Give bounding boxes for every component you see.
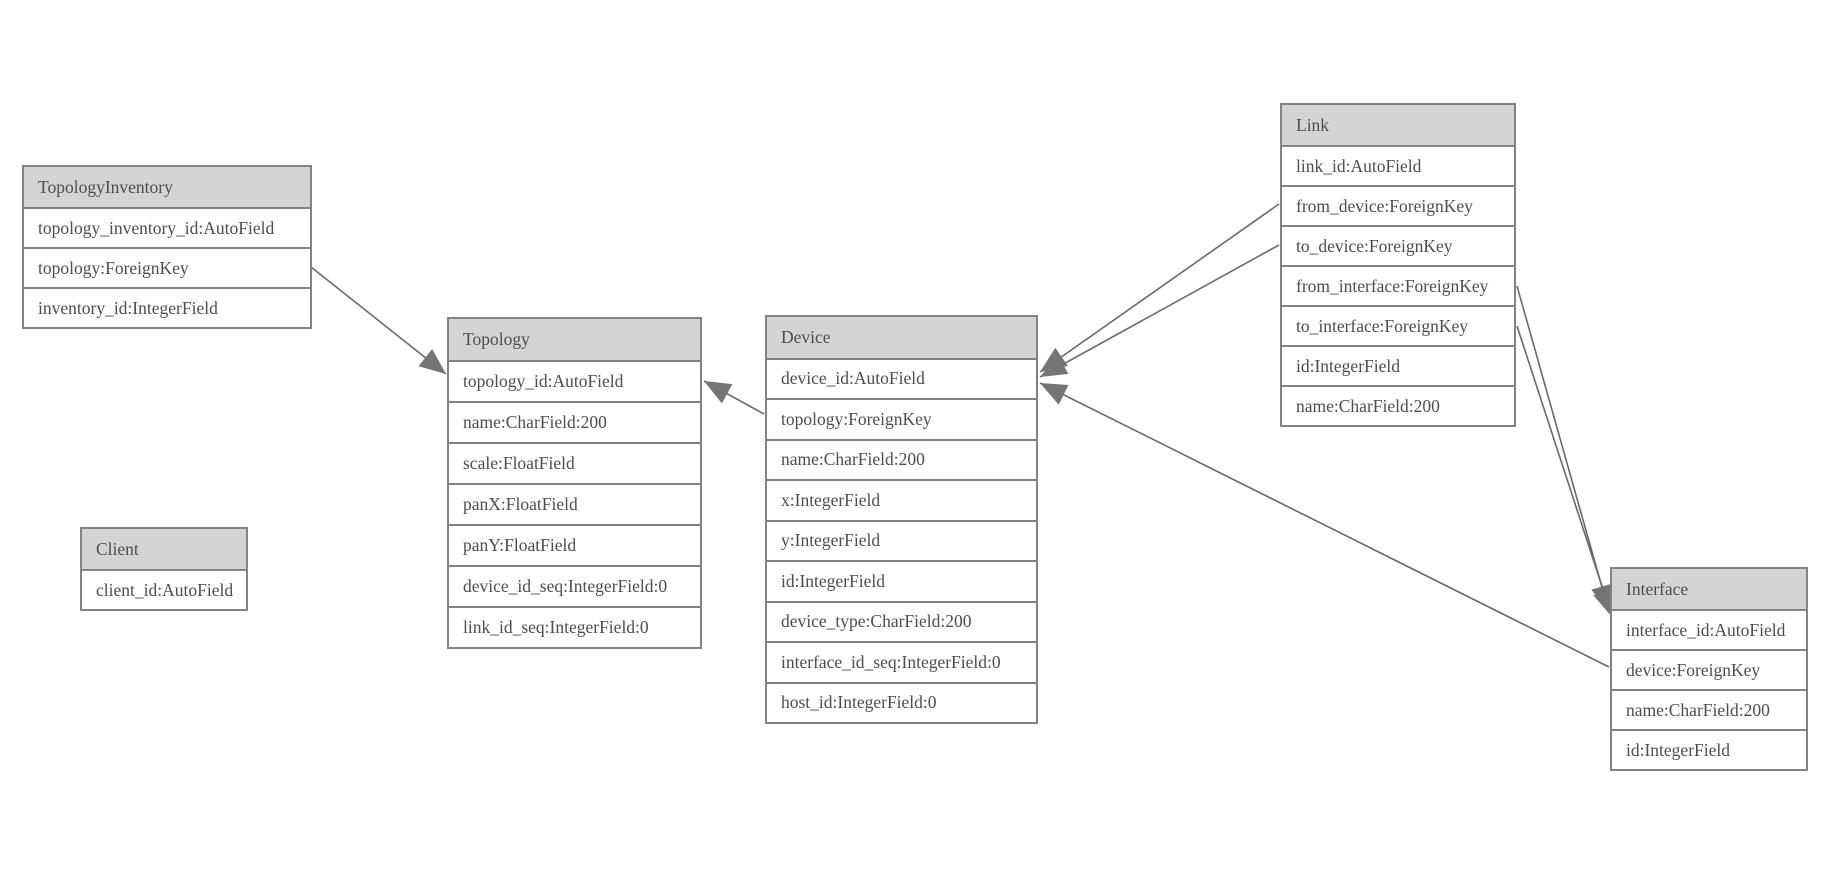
- field-row: host_id:IntegerField:0: [767, 681, 1036, 722]
- field-row: id:IntegerField: [1282, 345, 1514, 385]
- field-row: to_interface:ForeignKey: [1282, 305, 1514, 345]
- field-row: panX:FloatField: [449, 483, 700, 524]
- field-row: topology_inventory_id:AutoField: [24, 207, 310, 247]
- field-row: device:ForeignKey: [1612, 649, 1806, 689]
- field-row: scale:FloatField: [449, 442, 700, 483]
- field-row: device_id_seq:IntegerField:0: [449, 565, 700, 606]
- field-row: interface_id:AutoField: [1612, 609, 1806, 649]
- field-row: topology:ForeignKey: [767, 398, 1036, 439]
- relation-interface-device-to-device-device_id: [1039, 382, 1610, 668]
- field-row: topology:ForeignKey: [24, 247, 310, 287]
- field-row: name:CharField:200: [767, 438, 1036, 479]
- field-row: device_id:AutoField: [767, 357, 1036, 398]
- field-row: from_device:ForeignKey: [1282, 185, 1514, 225]
- field-row: device_type:CharField:200: [767, 600, 1036, 641]
- field-row: to_device:ForeignKey: [1282, 225, 1514, 265]
- relation-link-to_interface-to-interface-interface_id: [1516, 325, 1615, 618]
- table-header: Device: [767, 317, 1036, 358]
- field-row: link_id:AutoField: [1282, 145, 1514, 185]
- field-row: client_id:AutoField: [82, 569, 246, 609]
- relation-link-from_interface-to-interface-interface_id: [1516, 285, 1613, 613]
- relation-link-to_device-to-device-device_id: [1039, 244, 1280, 378]
- field-row: id:IntegerField: [767, 560, 1036, 601]
- field-row: panY:FloatField: [449, 524, 700, 565]
- relation-device-topology-to-topology-topology_id: [703, 380, 765, 415]
- field-row: name:CharField:200: [1282, 385, 1514, 425]
- field-row: topology_id:AutoField: [449, 360, 700, 401]
- field-row: x:IntegerField: [767, 479, 1036, 520]
- field-row: name:CharField:200: [449, 401, 700, 442]
- field-row: name:CharField:200: [1612, 689, 1806, 729]
- table-header: Topology: [449, 319, 700, 360]
- table-header: Client: [82, 529, 246, 569]
- field-row: interface_id_seq:IntegerField:0: [767, 641, 1036, 682]
- table-header: TopologyInventory: [24, 167, 310, 207]
- relation-topologyinventory-topology-to-topology-topology_id: [310, 266, 447, 375]
- field-row: link_id_seq:IntegerField:0: [449, 606, 700, 647]
- table-header: Interface: [1612, 569, 1806, 609]
- field-row: from_interface:ForeignKey: [1282, 265, 1514, 305]
- field-row: inventory_id:IntegerField: [24, 287, 310, 327]
- field-row: y:IntegerField: [767, 519, 1036, 560]
- relation-link-from_device-to-device-device_id: [1039, 203, 1280, 373]
- field-row: id:IntegerField: [1612, 729, 1806, 769]
- table-header: Link: [1282, 105, 1514, 145]
